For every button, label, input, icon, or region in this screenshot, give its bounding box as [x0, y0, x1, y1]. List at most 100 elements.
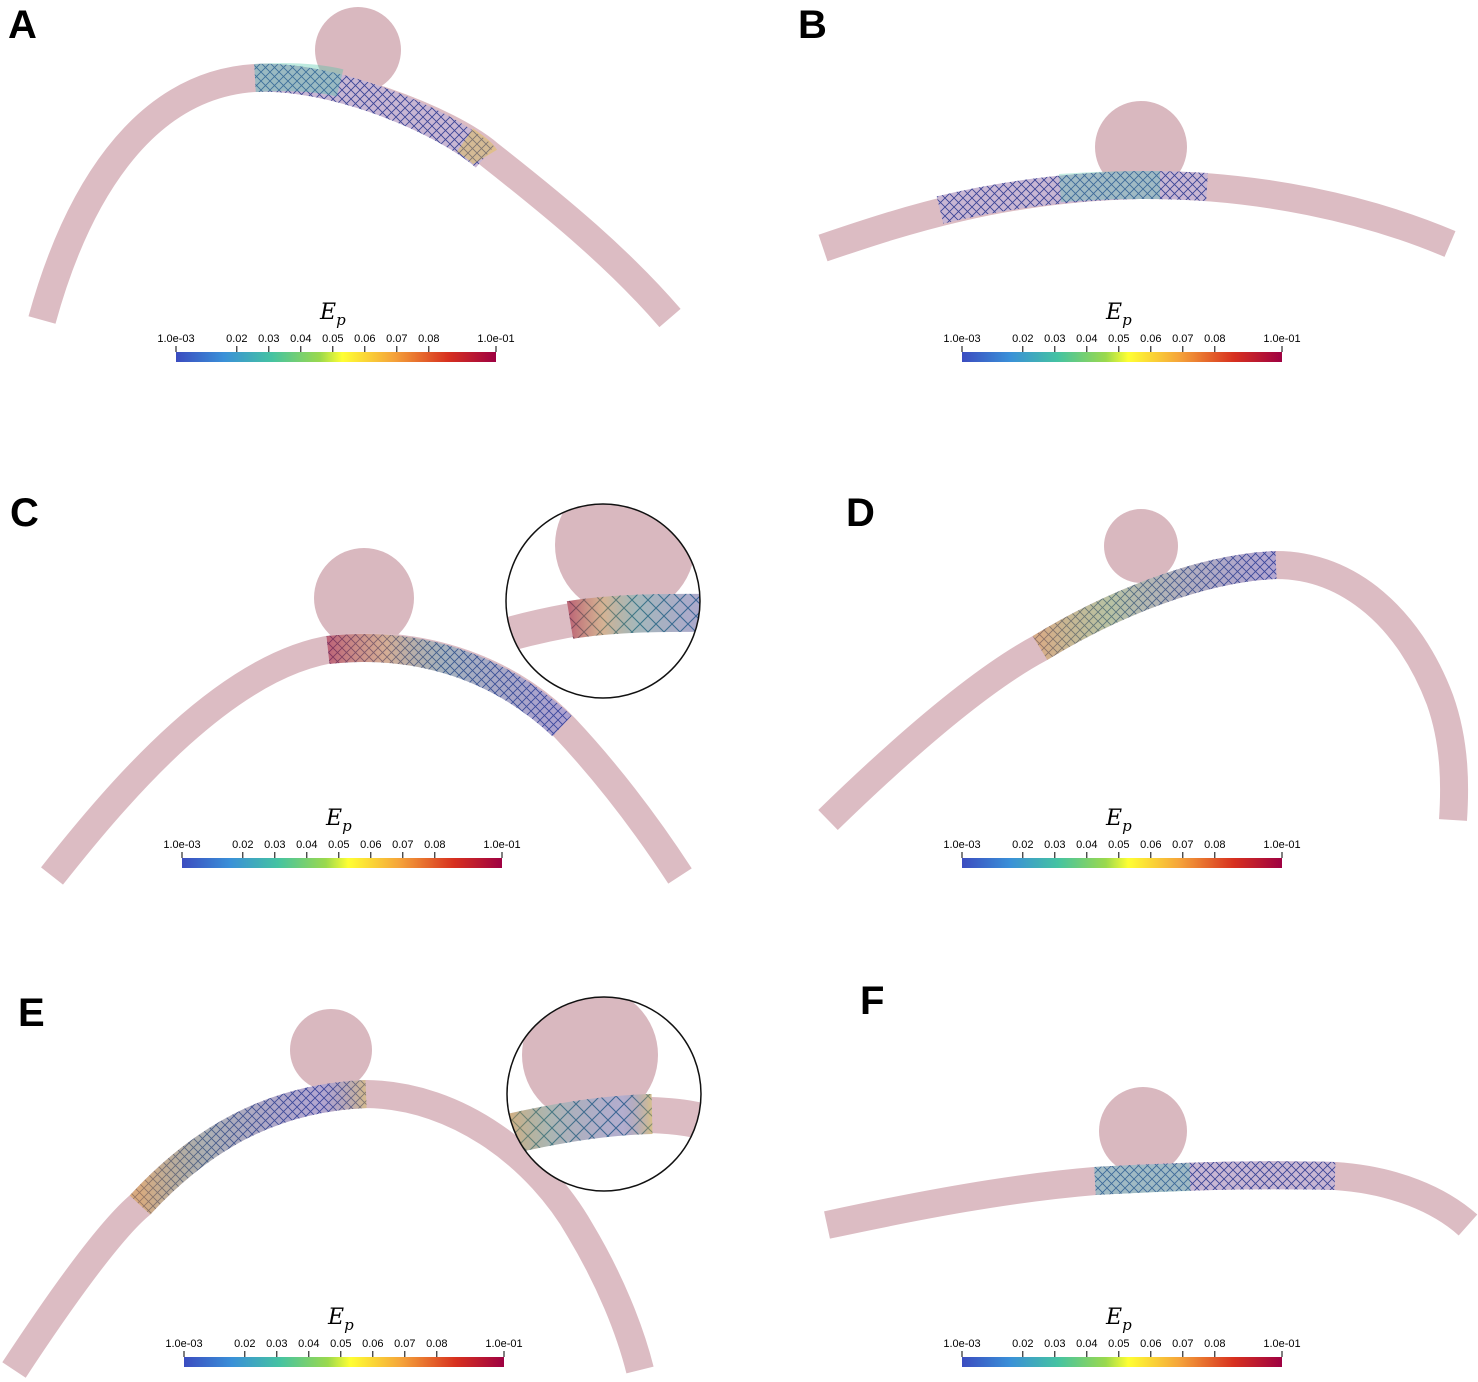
inset-border — [506, 996, 702, 1192]
colorbar-tick-label: 0.04 — [290, 333, 311, 345]
colorbar-tick-label: 1.0e-03 — [165, 1338, 202, 1350]
panel-label-e: E — [18, 991, 45, 1035]
colorbar-tick-label: 0.04 — [298, 1338, 319, 1350]
colorbar-tick-label: 0.08 — [418, 333, 439, 345]
colorbar-tick-label: 0.07 — [394, 1338, 415, 1350]
colorbar-tick-label: 0.05 — [330, 1338, 351, 1350]
aneurysm-sphere — [1104, 509, 1178, 583]
panel-label-b: B — [798, 3, 827, 47]
colorbar-gradient — [182, 858, 502, 868]
colorbar-tick-label: 0.06 — [360, 839, 381, 851]
colorbar-title: Ep — [327, 1305, 354, 1334]
colorbar-tick-label: 0.03 — [266, 1338, 287, 1350]
colorbar-gradient — [962, 352, 1282, 362]
colorbar-tick-label: 0.08 — [426, 1338, 447, 1350]
panel-label-d: D — [846, 491, 875, 535]
panel-a: A — [8, 3, 681, 328]
colorbar-title: Ep — [1105, 1305, 1132, 1334]
colorbar-legend: Ep 1.0e-03 0.02 0.03 0.04 0.05 0.06 0.07 0.08 1.0… — [163, 806, 521, 868]
colorbar-legend: Ep 1.0e-03 0.02 0.03 0.04 0.05 0.06 0.07 0.08 1.0… — [943, 300, 1301, 362]
colorbar-legend: Ep 1.0e-03 0.02 0.03 0.04 0.05 0.06 0.07 0.08 1.0… — [943, 806, 1301, 868]
colorbar-tick-label: 1.0e-01 — [1263, 333, 1300, 345]
colorbar-tick-label: 0.03 — [1044, 839, 1065, 851]
colorbar-tick-label: 0.02 — [1012, 839, 1033, 851]
colorbar-tick-label: 0.06 — [1140, 1338, 1161, 1350]
colorbar-tick-label: 0.07 — [392, 839, 413, 851]
colorbar-tick-label: 0.08 — [1204, 839, 1225, 851]
stent-mesh — [936, 170, 1208, 224]
aneurysm-sphere — [290, 1009, 372, 1091]
colorbar-tick-label: 0.04 — [1076, 1338, 1097, 1350]
colorbar-title: Ep — [319, 300, 346, 329]
colorbar-tick-label: 0.06 — [362, 1338, 383, 1350]
colorbar-tick-label: 1.0e-01 — [483, 839, 520, 851]
colorbar-tick-label: 0.05 — [1108, 839, 1129, 851]
colorbar-tick-label: 0.07 — [1172, 1338, 1193, 1350]
colorbar-title: Ep — [325, 806, 352, 835]
panel-label-a: A — [8, 3, 37, 47]
aneurysm-sphere — [1099, 1087, 1187, 1175]
colorbar-tick-label: 1.0e-03 — [157, 333, 194, 345]
colorbar-tick-label: 0.02 — [1012, 333, 1033, 345]
colorbar-legend: Ep 1.0e-03 0.02 0.03 0.04 0.05 0.06 0.07 0.08 1.0… — [943, 1305, 1301, 1367]
aneurysm-sphere — [315, 7, 401, 93]
colorbar-tick-label: 0.04 — [1076, 333, 1097, 345]
colorbar-tick-label: 0.05 — [1108, 1338, 1129, 1350]
colorbar-tick-label: 0.02 — [1012, 1338, 1033, 1350]
panel-label-f: F — [860, 979, 884, 1023]
colorbar-tick-label: 0.02 — [226, 333, 247, 345]
colorbar-tick-label: 0.03 — [1044, 333, 1065, 345]
colorbar-title: Ep — [1105, 300, 1132, 329]
colorbar-tick-label: 0.02 — [234, 1338, 255, 1350]
colorbar-tick-label: 0.08 — [1204, 1338, 1225, 1350]
colorbar-tick-label: 0.05 — [1108, 333, 1129, 345]
colorbar-title: Ep — [1105, 806, 1132, 835]
colorbar-tick-label: 1.0e-01 — [477, 333, 514, 345]
stent-mesh — [254, 63, 495, 168]
colorbar-legend: Ep 1.0e-03 0.02 0.03 0.04 0.05 0.06 0.07 0.08 1.0… — [157, 300, 515, 362]
aneurysm-sphere — [1095, 101, 1187, 193]
panel-f: F — [824, 979, 1478, 1239]
colorbar-tick-label: 0.07 — [386, 333, 407, 345]
colorbar-gradient — [962, 1357, 1282, 1367]
panel-label-c: C — [10, 491, 39, 535]
colorbar-tick-label: 0.07 — [1172, 839, 1193, 851]
colorbar-tick-label: 0.03 — [1044, 1338, 1065, 1350]
colorbar-gradient — [184, 1357, 504, 1367]
panel-e: E — [2, 991, 702, 1378]
colorbar-tick-label: 0.03 — [264, 839, 285, 851]
inset-border — [505, 503, 701, 699]
colorbar-tick-label: 0.08 — [424, 839, 445, 851]
colorbar-tick-label: 0.07 — [1172, 333, 1193, 345]
colorbar-gradient — [176, 352, 496, 362]
colorbar-tick-label: 1.0e-01 — [1263, 1338, 1300, 1350]
colorbar-tick-label: 1.0e-03 — [943, 839, 980, 851]
colorbar-tick-label: 0.02 — [232, 839, 253, 851]
colorbar-tick-label: 0.03 — [258, 333, 279, 345]
colorbar-tick-label: 0.08 — [1204, 333, 1225, 345]
panel-c: C — [10, 491, 701, 885]
colorbar-tick-label: 1.0e-03 — [943, 1338, 980, 1350]
colorbar-tick-label: 1.0e-03 — [163, 839, 200, 851]
colorbar-tick-label: 0.06 — [354, 333, 375, 345]
colorbar-tick-label: 1.0e-01 — [485, 1338, 522, 1350]
colorbar-tick-label: 0.04 — [1076, 839, 1097, 851]
stent-mesh — [1094, 1161, 1336, 1195]
colorbar-tick-label: 0.06 — [1140, 333, 1161, 345]
parent-vessel — [28, 63, 681, 328]
colorbar-tick-label: 0.04 — [296, 839, 317, 851]
panel-d: D — [818, 491, 1469, 831]
zoom-inset — [506, 996, 702, 1192]
colorbar-legend: Ep 1.0e-03 0.02 0.03 0.04 0.05 0.06 0.07 0.08 1.0… — [165, 1305, 523, 1367]
colorbar-tick-label: 1.0e-01 — [1263, 839, 1300, 851]
panel-b: B — [798, 3, 1456, 262]
colorbar-tick-label: 0.06 — [1140, 839, 1161, 851]
zoom-inset — [505, 503, 701, 699]
colorbar-tick-label: 0.05 — [328, 839, 349, 851]
colorbars: Ep 1.0e-03 0.02 0.03 0.04 0.05 0.06 0.07 0.08 1.0… — [157, 300, 1301, 1367]
colorbar-tick-label: 1.0e-03 — [943, 333, 980, 345]
aneurysm-sphere — [314, 548, 414, 648]
colorbar-tick-label: 0.05 — [322, 333, 343, 345]
colorbar-gradient — [962, 858, 1282, 868]
